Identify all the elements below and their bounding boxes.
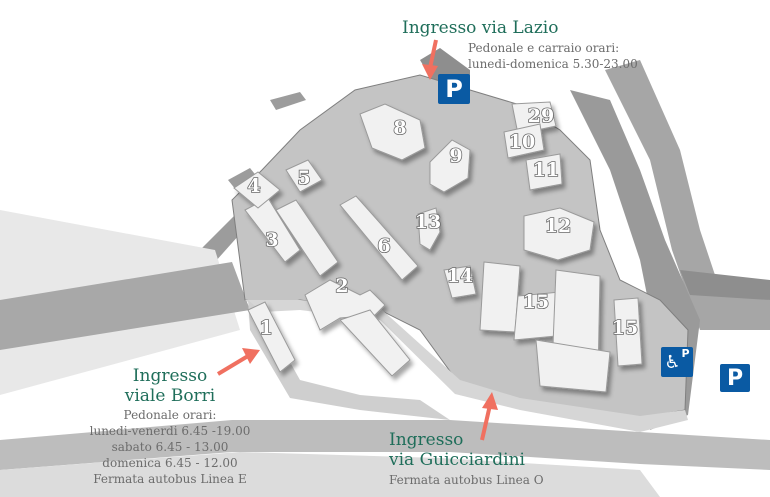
surrounding-roads [0, 48, 770, 497]
label-15: 15 [523, 291, 549, 313]
label-14: 14 [447, 265, 473, 287]
building-4[interactable] [233, 171, 281, 209]
label-5: 5 [297, 167, 310, 189]
building-5[interactable] [285, 159, 323, 193]
building-9[interactable] [429, 139, 471, 193]
entrance-borri: Ingresso viale Borri Pedonale orari: lun… [70, 366, 270, 487]
label-6: 6 [377, 235, 390, 257]
wheelchair-icon: ♿ [664, 351, 681, 373]
disabled-parking-letter: P [681, 347, 690, 360]
entrance-borri-info-line: Fermata autobus Linea E [93, 472, 247, 486]
site-left-strip [248, 300, 450, 420]
entrance-guicciardini-title-2: via Guicciardini [389, 450, 525, 470]
entrance-borri-title-2: viale Borri [124, 386, 216, 406]
building-10[interactable] [503, 123, 545, 159]
entrance-borri-info-line: lunedi-venerdi 6.45 -19.00 [89, 424, 251, 438]
label-11: 11 [533, 159, 559, 181]
entrance-borri-info-line: sabato 6.45 - 13.00 [111, 440, 229, 454]
entrance-arrows [216, 39, 498, 441]
building-15d[interactable] [535, 339, 611, 393]
entrance-guicciardini-info-line: Fermata autobus Linea O [389, 473, 544, 487]
building-29[interactable] [511, 101, 557, 135]
entrance-borri-title-1: Ingresso [132, 366, 208, 386]
label-15-east: 15 [612, 317, 638, 339]
building-13[interactable] [417, 207, 441, 251]
building-11[interactable] [525, 153, 563, 191]
entrance-lazio-title: Ingresso via Lazio [402, 18, 559, 38]
building-12[interactable] [523, 207, 595, 261]
building-1[interactable] [247, 301, 296, 373]
label-12: 12 [545, 215, 571, 237]
disabled-parking-icon: ♿ P [661, 347, 693, 377]
building-15a[interactable] [479, 261, 521, 333]
label-9: 9 [449, 145, 462, 167]
entrance-borri-info-line: Pedonale orari: [123, 408, 217, 422]
parking-icon-lazio: P [438, 74, 470, 104]
entrance-lazio-info-line: Pedonale e carraio orari: [468, 41, 620, 55]
building-15-east[interactable] [613, 297, 643, 367]
buildings [233, 101, 643, 393]
entrance-guicciardini-title-1: Ingresso [389, 430, 464, 450]
building-2b[interactable] [339, 309, 411, 377]
label-2: 2 [335, 275, 348, 297]
entrance-borri-info-line: domenica 6.45 - 12.00 [102, 456, 238, 470]
entrance-lazio-info: Pedonale e carraio orari: lunedi-domenic… [468, 40, 638, 72]
building-labels: 1 2 3 4 5 6 8 9 10 11 12 13 14 15 15 29 [247, 104, 639, 340]
building-14[interactable] [443, 265, 477, 299]
entrance-lazio-info-line: lunedi-domenica 5.30-23.00 [468, 57, 638, 71]
label-29: 29 [528, 105, 554, 127]
arrow-borri-icon [216, 348, 260, 376]
arrow-lazio-icon [422, 39, 438, 80]
building-3b[interactable] [275, 199, 339, 277]
label-4: 4 [247, 175, 260, 197]
label-3: 3 [265, 229, 278, 251]
label-8: 8 [393, 117, 406, 139]
entrance-guicciardini: Ingresso via Guicciardini Fermata autobu… [389, 430, 544, 488]
building-2[interactable] [304, 279, 386, 331]
entrance-guicciardini-info: Fermata autobus Linea O [389, 472, 544, 488]
parking-icon-east: P [720, 364, 750, 392]
building-8[interactable] [359, 103, 426, 161]
label-13: 13 [415, 211, 441, 233]
building-6[interactable] [339, 195, 419, 281]
label-10: 10 [509, 131, 535, 153]
site-lower-strip [245, 300, 688, 432]
label-1: 1 [259, 317, 272, 339]
arrow-guicciardini-icon [480, 392, 498, 441]
entrance-borri-info: Pedonale orari: lunedi-venerdi 6.45 -19.… [70, 407, 270, 487]
